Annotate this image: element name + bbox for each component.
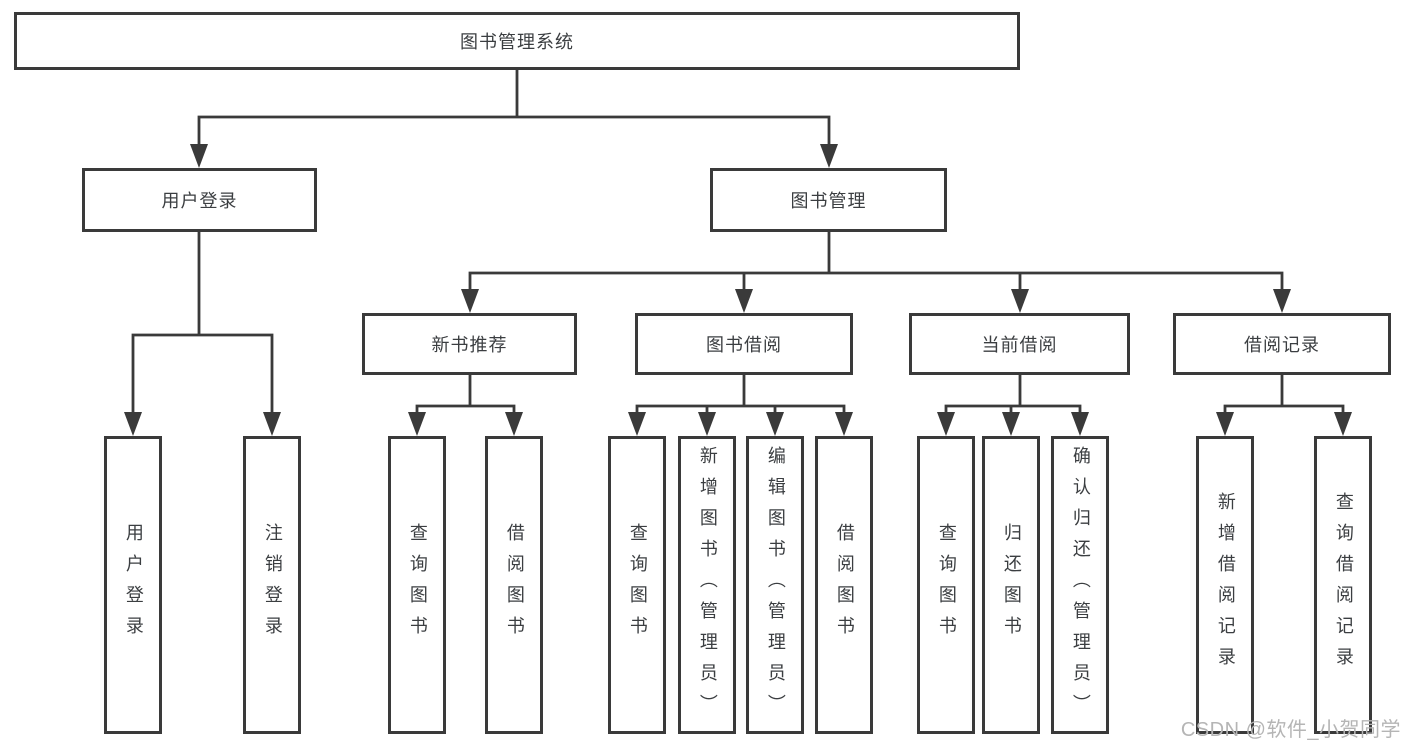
leaf-borrowing-add-book-admin: 新增图书（管理员） — [678, 436, 736, 734]
leaf-user-login: 用户登录 — [104, 436, 162, 734]
leaf-logout: 注销登录 — [243, 436, 301, 734]
node-label: 当前借阅 — [981, 335, 1058, 355]
node-label: 图书借阅 — [706, 335, 782, 355]
node-label: 注销登录 — [262, 523, 283, 647]
leaf-borrowing-borrow-book: 借阅图书 — [815, 436, 873, 734]
leaf-newbook-borrow-book: 借阅图书 — [485, 436, 543, 734]
node-label: 归还图书 — [1001, 523, 1022, 647]
leaf-records-add-borrow-record: 新增借阅记录 — [1196, 436, 1254, 734]
node-label: 借阅记录 — [1244, 335, 1320, 355]
csdn-watermark: CSDN @软件_小贺同学 — [1180, 719, 1401, 741]
node-user-login: 用户登录 — [82, 168, 317, 232]
node-book-borrowing: 图书借阅 — [635, 313, 853, 375]
leaf-current-query-book: 查询图书 — [917, 436, 975, 734]
leaf-borrowing-query-book: 查询图书 — [608, 436, 666, 734]
node-label: 查询图书 — [407, 523, 428, 647]
node-label: 查询借阅记录 — [1333, 492, 1354, 678]
node-new-book-recommend: 新书推荐 — [362, 313, 577, 375]
leaf-newbook-query-book: 查询图书 — [388, 436, 446, 734]
node-label: 新增借阅记录 — [1215, 492, 1236, 678]
leaf-current-return-book: 归还图书 — [982, 436, 1040, 734]
leaf-borrowing-edit-book-admin: 编辑图书（管理员） — [746, 436, 804, 734]
node-label: 借阅图书 — [504, 523, 525, 647]
node-library-management-system: 图书管理系统 — [14, 12, 1020, 70]
node-label: 确认归还（管理员） — [1070, 445, 1091, 725]
node-label: 图书管理 — [790, 191, 867, 211]
node-label: 新增图书（管理员） — [697, 445, 718, 725]
node-current-borrowing: 当前借阅 — [909, 313, 1130, 375]
leaf-current-confirm-return-admin: 确认归还（管理员） — [1051, 436, 1109, 734]
node-book-management: 图书管理 — [710, 168, 947, 232]
node-label: 编辑图书（管理员） — [765, 445, 786, 725]
node-borrowing-records: 借阅记录 — [1173, 313, 1391, 375]
node-label: 用户登录 — [161, 191, 238, 211]
node-label: 图书管理系统 — [460, 32, 574, 52]
leaf-records-query-borrow-record: 查询借阅记录 — [1314, 436, 1372, 734]
node-label: 查询图书 — [936, 523, 957, 647]
node-label: 用户登录 — [123, 523, 144, 647]
node-label: 借阅图书 — [834, 523, 855, 647]
node-label: 查询图书 — [627, 523, 648, 647]
node-label: 新书推荐 — [431, 335, 508, 355]
